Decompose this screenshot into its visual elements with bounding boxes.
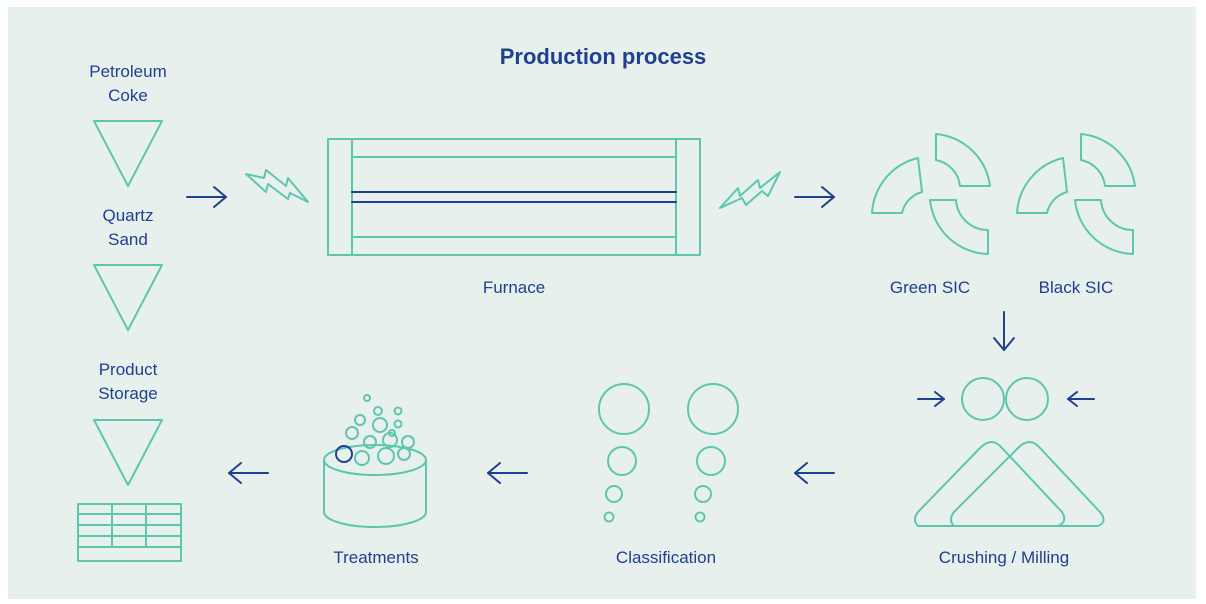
arrow-icon bbox=[993, 311, 1015, 351]
storage-grid-icon bbox=[77, 503, 182, 562]
material-pile-icon bbox=[914, 441, 1066, 527]
label-petroleum-coke-text: Petroleum Coke bbox=[89, 62, 167, 105]
arrow-icon bbox=[1067, 391, 1095, 407]
hopper-icon bbox=[93, 419, 163, 486]
material-pile-icon bbox=[950, 441, 1105, 527]
arrow-icon bbox=[228, 462, 269, 484]
label-product-storage-text: Product Storage bbox=[98, 360, 158, 403]
particle-icon bbox=[687, 383, 739, 523]
sic-grain-icon bbox=[871, 133, 991, 255]
label-quartz-sand-text: Quartz Sand bbox=[102, 206, 154, 249]
label-furnace: Furnace bbox=[482, 278, 546, 297]
furnace-icon bbox=[327, 138, 701, 256]
arrow-icon bbox=[794, 186, 835, 208]
hopper-icon bbox=[93, 120, 163, 187]
arrow-icon bbox=[794, 462, 835, 484]
label-petroleum-coke: Petroleum Coke bbox=[68, 60, 188, 108]
arrow-icon bbox=[186, 186, 227, 208]
diagram-title: Production process bbox=[499, 44, 707, 69]
lightning-icon bbox=[719, 171, 781, 209]
bubble-icon bbox=[335, 394, 415, 466]
label-classification: Classification bbox=[615, 548, 717, 567]
lightning-icon bbox=[245, 169, 309, 203]
hopper-icon bbox=[93, 264, 163, 331]
label-crushing-milling: Crushing / Milling bbox=[938, 548, 1070, 567]
label-quartz-sand: Quartz Sand bbox=[68, 204, 188, 252]
arrow-icon bbox=[487, 462, 528, 484]
label-product-storage: Product Storage bbox=[68, 358, 188, 406]
sic-grain-icon bbox=[1016, 133, 1136, 255]
roller-icon bbox=[961, 377, 1049, 421]
particle-icon bbox=[598, 383, 650, 523]
label-green-sic: Green SIC bbox=[889, 278, 971, 297]
diagram-background bbox=[8, 7, 1196, 599]
treatment-tank-icon bbox=[323, 444, 427, 528]
arrow-icon bbox=[917, 391, 945, 407]
label-treatments: Treatments bbox=[333, 548, 419, 567]
label-black-sic: Black SIC bbox=[1038, 278, 1114, 297]
